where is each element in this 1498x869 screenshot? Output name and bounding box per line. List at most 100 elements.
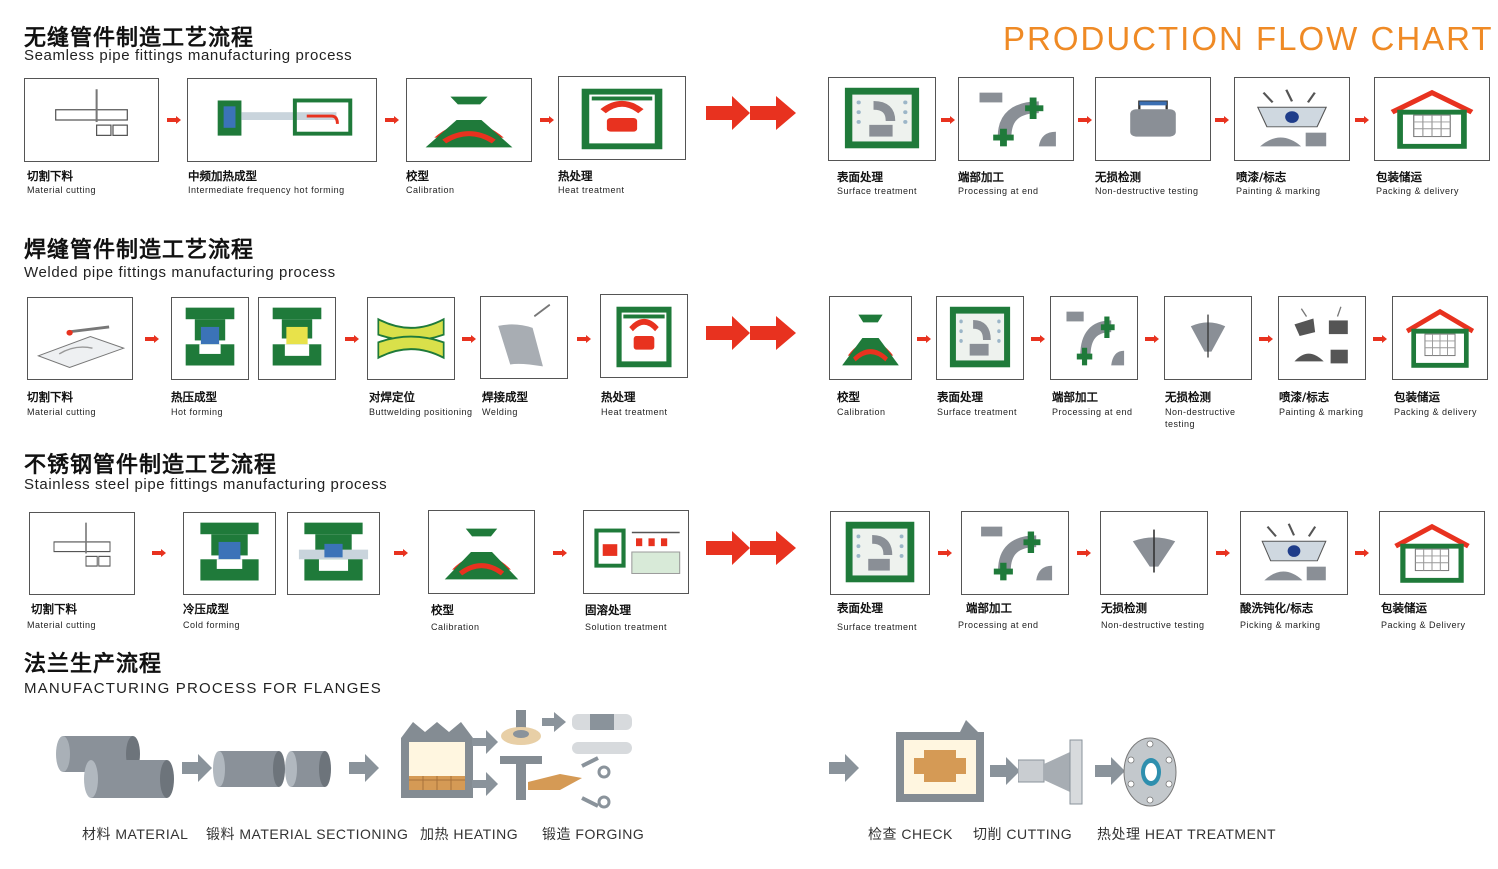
- flange-title-en: MANUFACTURING PROCESS FOR FLANGES: [24, 680, 382, 697]
- step-label-cn: 表面处理: [937, 390, 983, 404]
- step-label-cn: 表面处理: [837, 170, 883, 184]
- warehouse-icon: [1380, 512, 1484, 594]
- flange-icon: [1123, 737, 1177, 807]
- step-packing: [1374, 77, 1490, 161]
- step-label-en: Non-destructive testing: [1165, 407, 1236, 429]
- flow-arrow-icon: [394, 549, 408, 557]
- step-calibration: [829, 296, 912, 380]
- flange-step-label: 加热 HEATING: [420, 826, 519, 842]
- step-label-en: Processing at end: [1052, 407, 1133, 417]
- step-surface-treatment: [936, 296, 1024, 380]
- material-cylinders-icon: [56, 736, 174, 798]
- welding-icon: [498, 303, 551, 367]
- calibration-icon: [429, 511, 534, 593]
- step-label-cn: 冷压成型: [183, 602, 229, 616]
- flow-arrow-icon: [1077, 549, 1091, 557]
- step-label-cn: 校型: [406, 169, 429, 183]
- end-processing-icon: [962, 512, 1068, 594]
- flow-arrow-icon: [1216, 549, 1230, 557]
- step-ndt: [1100, 511, 1208, 595]
- step-label-cn: 喷漆/标志: [1236, 170, 1287, 184]
- flow-arrow-icon: [577, 335, 591, 343]
- step-label-en: Welding: [482, 407, 518, 417]
- heating-furnace-icon: [401, 722, 473, 798]
- flow-arrow-icon: [1355, 116, 1369, 124]
- flow-arrow-icon: [540, 116, 554, 124]
- section3-title-cn: 不锈钢管件制造工艺流程: [24, 453, 278, 478]
- cutting-icon: [53, 521, 111, 567]
- step-hot-forming: [171, 297, 249, 380]
- cutting-icon: [54, 88, 129, 137]
- step-label-en: Packing & delivery: [1376, 186, 1460, 196]
- flow-arrow-icon: [938, 549, 952, 557]
- section2-title-en: Welded pipe fittings manufacturing proce…: [24, 264, 336, 281]
- step-painting: [1278, 296, 1366, 380]
- step-label-cn: 无损检测: [1101, 601, 1147, 615]
- step-label-cn: 热处理: [601, 390, 636, 404]
- step-heat-treatment: [600, 294, 688, 378]
- flow-arrow-icon: [1078, 116, 1092, 124]
- step-material-cutting: [27, 297, 133, 380]
- flow-arrow-icon: [345, 335, 359, 343]
- check-icon: [896, 720, 984, 802]
- step-label-en: Calibration: [406, 185, 455, 195]
- step-surface-treatment: [828, 77, 936, 161]
- press-icon: [272, 307, 322, 366]
- solution-icon: [593, 527, 681, 575]
- press-icon: [200, 522, 259, 581]
- step-calibration: [406, 78, 532, 162]
- end-processing-icon: [959, 78, 1073, 160]
- step-label-cn: 喷漆/标志: [1279, 390, 1330, 404]
- section3-title-en: Stainless steel pipe fittings manufactur…: [24, 476, 388, 493]
- step-cold-forming: [183, 512, 276, 595]
- step-label-cn: 切割下料: [27, 390, 73, 404]
- flow-arrow-icon: [1355, 549, 1369, 557]
- step-packing: [1392, 296, 1488, 380]
- step-label-en: Material cutting: [27, 185, 97, 195]
- step-label-cn: 包装储运: [1394, 390, 1440, 404]
- step-label-en: Packing & Delivery: [1381, 620, 1466, 630]
- step-label-en: Intermediate frequency hot forming: [188, 185, 345, 195]
- flow-arrow-icon: [167, 116, 181, 124]
- flange-step-label: 锻料 MATERIAL SECTIONING: [206, 826, 409, 842]
- step-label-en: Painting & marking: [1236, 186, 1321, 196]
- flow-arrow-icon: [462, 335, 476, 343]
- sectioned-material-icon: [213, 751, 331, 787]
- step-processing-end: [958, 77, 1074, 161]
- step-label-en: Solution treatment: [585, 622, 668, 632]
- step-hot-forming: [187, 78, 377, 162]
- gray-arrow-icon: [182, 754, 212, 782]
- surface-icon: [937, 297, 1023, 379]
- step-label-en: Painting & marking: [1279, 407, 1364, 417]
- cutting-lathe-icon: [1018, 739, 1083, 805]
- press-icon: [185, 307, 235, 366]
- warehouse-icon: [1393, 297, 1487, 379]
- step-label-en: Surface treatment: [837, 186, 918, 196]
- flow-arrow-icon: [152, 549, 166, 557]
- step-label-cn: 表面处理: [837, 601, 883, 615]
- step-label-en: Buttwelding positioning: [369, 407, 473, 417]
- flow-arrow-icon: [1031, 335, 1045, 343]
- step-label-cn: 热压成型: [171, 390, 217, 404]
- flow-arrow-icon: [553, 549, 567, 557]
- chart-title: PRODUCTION FLOW CHART: [1003, 20, 1494, 57]
- painting-icon: [1294, 306, 1348, 364]
- step-processing-end: [1050, 296, 1138, 380]
- step-label-en: Surface treatment: [937, 407, 1018, 417]
- furnace-icon: [601, 295, 687, 377]
- furnace-icon: [559, 77, 685, 159]
- step-processing-end: [961, 511, 1069, 595]
- flange-step-label: 切削 CUTTING: [973, 826, 1073, 842]
- flange-step-label: 热处理 HEAT TREATMENT: [1097, 826, 1277, 842]
- plate-cutting-icon: [36, 325, 126, 368]
- step-label-en: Non-destructive testing: [1095, 186, 1199, 196]
- flow-arrow-icon: [145, 335, 159, 343]
- gray-arrow-icon: [1095, 757, 1125, 785]
- warehouse-icon: [1375, 78, 1489, 160]
- step-label-cn: 端部加工: [966, 601, 1012, 615]
- buttweld-icon: [377, 317, 445, 360]
- surface-icon: [829, 78, 935, 160]
- step-label-en: Surface treatment: [837, 622, 918, 632]
- step-label-en: Cold forming: [183, 620, 241, 630]
- section2-title-cn: 焊缝管件制造工艺流程: [24, 238, 255, 263]
